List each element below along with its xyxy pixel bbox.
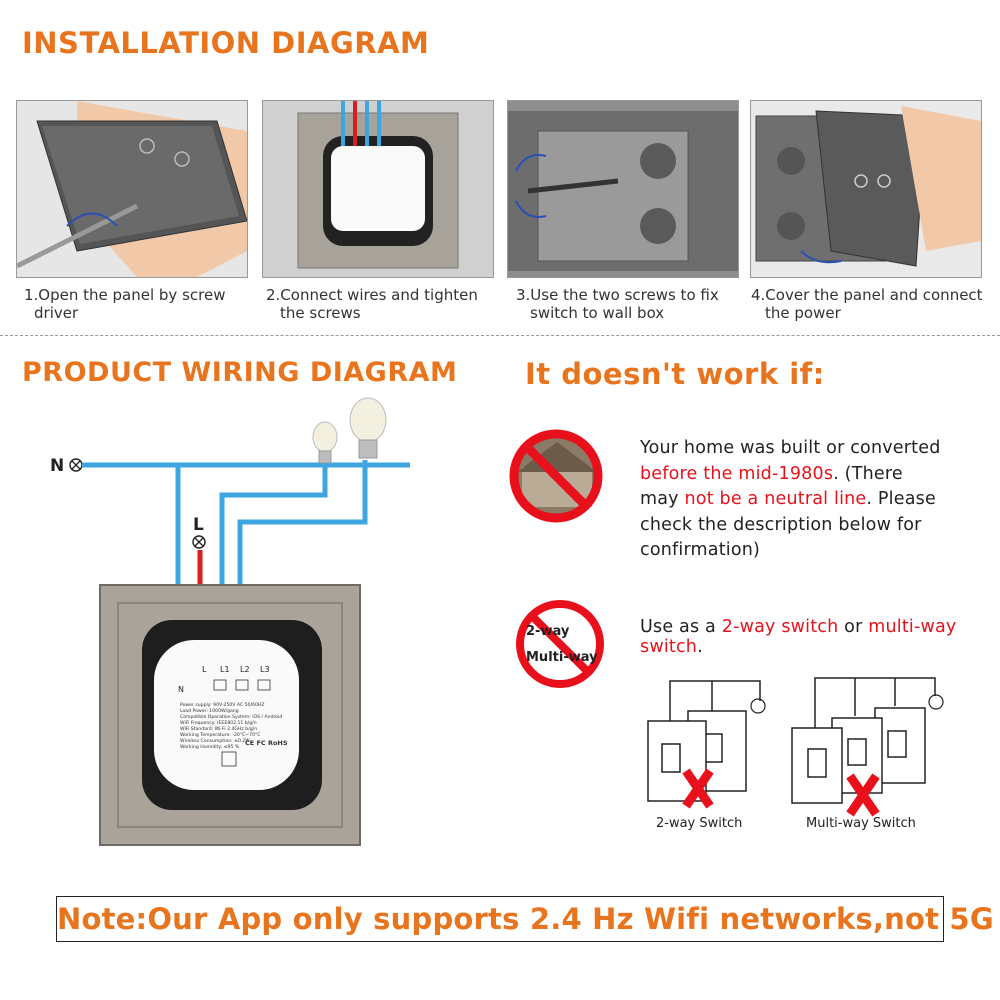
x-mark-icon (846, 773, 880, 817)
note-text: Note:Our App only supports 2.4 Hz Wifi n… (57, 902, 994, 936)
svg-text:Working Humidity: ≤95 %: Working Humidity: ≤95 % (180, 744, 240, 750)
svg-text:L1: L1 (220, 665, 230, 674)
svg-text:Load Power: 1000W/gang: Load Power: 1000W/gang (180, 708, 239, 714)
wifi-icon (221, 751, 237, 767)
svg-text:L2: L2 (240, 665, 250, 674)
svg-text:Wireless Consumption: ≤0.2W: Wireless Consumption: ≤0.2W (180, 738, 250, 744)
bulb-icon (750, 698, 766, 714)
svg-text:Multi-way Switch: Multi-way Switch (806, 816, 916, 831)
svg-text:WiFi Frequency: IEEE802.11 b/g: WiFi Frequency: IEEE802.11 b/g/n (180, 720, 257, 726)
svg-text:Working Temperature: -20°C~70°: Working Temperature: -20°C~70°C (180, 732, 261, 738)
note-box: Note:Our App only supports 2.4 Hz Wifi n… (56, 896, 994, 942)
bulb-small-icon (312, 421, 338, 464)
multi-way-switch-illustration: Multi-way Switch (791, 677, 944, 831)
svg-text:L3: L3 (260, 665, 270, 674)
wire-l2 (219, 463, 328, 620)
x-mark-icon (682, 768, 714, 809)
step-3-photo (507, 100, 739, 278)
svg-text:Power supply: 90V-250V AC 50/: Power supply: 90V-250V AC 50/60HZ (180, 702, 264, 708)
step-2-photo (262, 100, 494, 278)
bulb-large-icon (349, 397, 387, 459)
live-label: L (193, 515, 204, 535)
warning-item-2-text: Use as a 2-way switch or multi-way switc… (640, 617, 957, 657)
svg-text:2-way: 2-way (526, 624, 570, 639)
svg-text:2-way Switch: 2-way Switch (656, 816, 742, 831)
warning-item-1-text: Your home was built or converted before … (640, 438, 941, 560)
step-1-photo (16, 100, 248, 278)
bulb-icon (928, 694, 944, 710)
spec-label (154, 640, 299, 790)
svg-text:N: N (178, 685, 184, 694)
svg-text:WiFi Standard: Wi-Fi 2.4GHz b/: WiFi Standard: Wi-Fi 2.4GHz b/g/n (180, 726, 257, 732)
svg-text:Compatible Operation System: i: Compatible Operation System: iOS / Andro… (180, 714, 282, 720)
svg-text:CE FC RoHS: CE FC RoHS (245, 739, 288, 747)
two-way-switch-illustration: 2-way Switch (647, 680, 766, 831)
svg-text:Multi-way: Multi-way (526, 650, 598, 665)
svg-text:L: L (202, 665, 207, 674)
installation-title: INSTALLATION DIAGRAM (22, 26, 430, 60)
multiway-no-icon: 2-way Multi-way (516, 600, 604, 688)
wire-l3 (237, 460, 368, 620)
neutral-label: N (50, 456, 64, 476)
section-divider (0, 335, 1000, 336)
step-4-photo (750, 100, 982, 278)
wiring-diagram: N L N L L1 L2 L3 Power supply: 90V-250V … (50, 397, 410, 846)
wiring-title: PRODUCT WIRING DIAGRAM (22, 357, 458, 388)
warning-title: It doesn't work if: (525, 357, 825, 391)
old-house-no-icon (509, 429, 603, 523)
